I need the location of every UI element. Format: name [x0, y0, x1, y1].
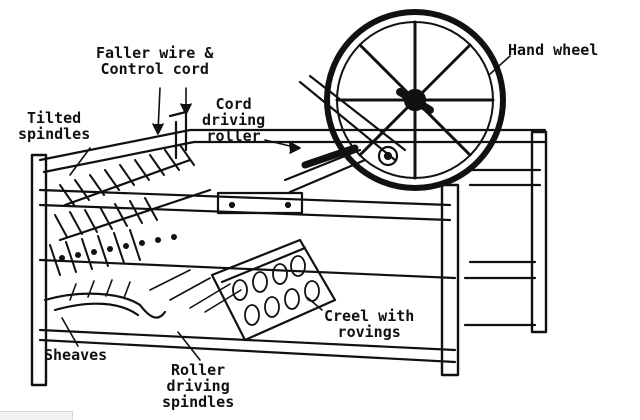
hand-wheel — [324, 9, 506, 191]
creel — [210, 238, 337, 342]
label-roller-driving-spindles: Roller driving spindles — [162, 362, 234, 410]
label-roller-line2: driving — [166, 377, 230, 395]
viewer-corner-tab — [0, 411, 73, 420]
label-faller-wire-line1: Faller wire & — [96, 44, 214, 62]
label-faller-wire-line2: Control cord — [100, 60, 209, 78]
label-hand-wheel: Hand wheel — [508, 42, 598, 58]
label-tilted-spindles-line2: spindles — [18, 125, 91, 143]
spindle-tips — [59, 234, 177, 261]
pointer-arrows — [61, 55, 511, 361]
label-roller-line3: spindles — [162, 393, 235, 411]
pulley — [298, 74, 407, 167]
label-creel-line1: Creel with — [324, 307, 415, 325]
label-tilted-spindles: Tilted spindles — [18, 110, 90, 142]
label-faller-wire: Faller wire & Control cord — [96, 45, 213, 77]
label-creel: Creel with rovings — [324, 308, 414, 340]
label-roller-line1: Roller — [171, 361, 226, 379]
label-cord-line1: Cord — [215, 95, 252, 113]
label-tilted-spindles-line1: Tilted — [27, 109, 82, 127]
cord-driving-roller — [216, 144, 367, 215]
label-sheaves-text: Sheaves — [44, 346, 108, 364]
label-cord-line2: driving — [202, 111, 266, 129]
carriage — [43, 144, 242, 319]
label-cord-line3: roller — [206, 127, 261, 145]
label-hand-wheel-text: Hand wheel — [508, 41, 599, 59]
label-cord-driving-roller: Cord driving roller — [202, 96, 265, 144]
label-sheaves: Sheaves — [44, 347, 107, 363]
spindle-threads — [49, 144, 195, 276]
label-creel-line2: rovings — [337, 323, 401, 341]
